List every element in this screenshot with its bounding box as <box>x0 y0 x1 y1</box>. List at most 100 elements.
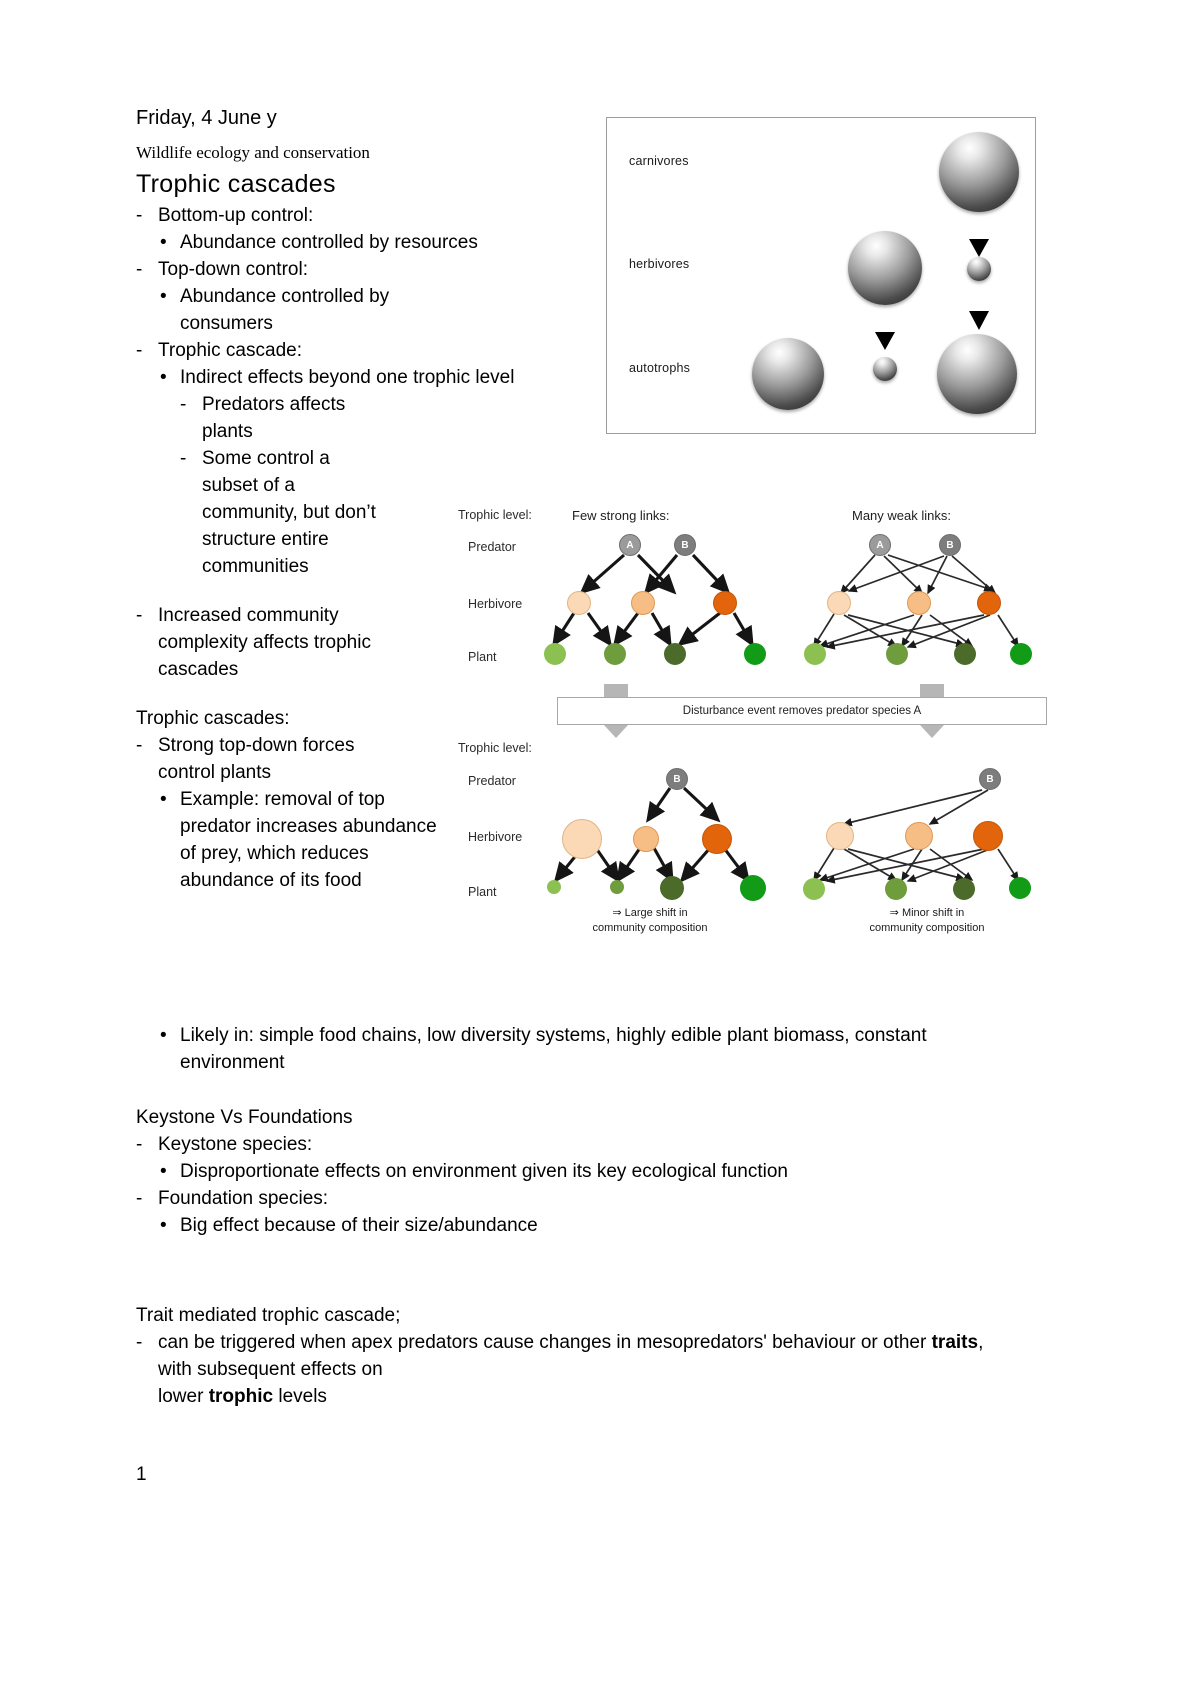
section-heading-trait: Trait mediated trophic cascade; <box>136 1305 401 1326</box>
node-herbivore-1-topright <box>827 591 851 615</box>
node-plant-4-topright <box>1010 643 1032 665</box>
dash-marker: - <box>180 394 187 415</box>
list-item: - can be triggered when apex predators c… <box>136 1329 1016 1410</box>
list-item: • Big effect because of their size/abund… <box>158 1212 1016 1239</box>
figure2-level-plant-top: Plant <box>468 650 497 664</box>
list-item-text: Abundance controlled by resources <box>180 232 478 253</box>
figure-food-web-complexity: Trophic level: Predator Herbivore Plant … <box>452 498 1052 938</box>
sphere-autotroph-col3 <box>937 334 1017 414</box>
node-herbivore-1-topleft <box>567 591 591 615</box>
trophic-text-post: levels <box>273 1386 327 1407</box>
dash-marker: - <box>180 448 187 469</box>
node-predator-b-topright: B <box>939 534 961 556</box>
figure2-panel-title-right: Many weak links: <box>852 508 951 523</box>
node-predator-b-bottomleft: B <box>666 768 688 790</box>
figure2-level-plant-bottom: Plant <box>468 885 497 899</box>
list-item-text: Bottom-up control: <box>158 205 314 226</box>
notes-list-section3: - Keystone species: • Disproportionate e… <box>136 1131 1016 1239</box>
notes-list-likely: • Likely in: simple food chains, low div… <box>136 1022 1016 1076</box>
trophic-text-pre: lower <box>158 1386 209 1407</box>
arrow-down-col2 <box>875 310 895 350</box>
dash-marker: - <box>136 340 143 361</box>
sphere-autotroph-col2-small <box>873 357 897 381</box>
list-item-text: Likely in: simple food chains, low diver… <box>180 1025 927 1073</box>
course-subtitle: Wildlife ecology and conservation <box>136 143 370 162</box>
node-plant-2-topright <box>886 643 908 665</box>
trait-bold-traits: traits <box>931 1332 979 1353</box>
list-item: - Increased community complexity affects… <box>136 602 408 683</box>
notes-likely-in-block: • Likely in: simple food chains, low div… <box>136 1022 1016 1076</box>
list-item: • Example: removal of top predator incre… <box>158 786 438 894</box>
arrow-down-col3-upper <box>969 217 989 257</box>
node-plant-3-bottomright <box>953 878 975 900</box>
figure2-panel-title-left: Few strong links: <box>572 508 670 523</box>
node-herbivore-3-topleft <box>713 591 737 615</box>
list-item: - Predators affects plants <box>180 391 377 445</box>
figure2-trophic-level-label-bottom: Trophic level: <box>458 741 532 755</box>
bullet-marker: • <box>160 367 167 388</box>
figure1-label-herbivores: herbivores <box>629 257 690 271</box>
bullet-marker: • <box>160 1215 167 1236</box>
notes-list-main: - Bottom-up control: • Abundance control… <box>136 202 606 580</box>
figure1-label-autotrophs: autotrophs <box>629 361 691 375</box>
figure-trophic-levels-spheres: carnivores herbivores autotrophs <box>606 117 1036 434</box>
list-item: - Strong top-down forces control plants <box>136 732 408 786</box>
dash-marker: - <box>136 605 143 626</box>
node-herbivore-2-topleft <box>631 591 655 615</box>
node-plant-1-bottomleft-reduced <box>547 880 561 894</box>
list-item-text: Strong top-down forces control plants <box>158 735 355 783</box>
list-item: - Bottom-up control: <box>136 202 606 229</box>
list-item: - Some control a subset of a community, … <box>180 445 377 580</box>
node-plant-1-topleft <box>544 643 566 665</box>
node-plant-3-bottomleft <box>660 876 684 900</box>
node-herbivore-2-bottomleft <box>633 826 659 852</box>
dash-marker: - <box>136 735 143 756</box>
dash-marker: - <box>136 205 143 226</box>
predator-label: B <box>673 773 681 785</box>
list-item-text: can be triggered when apex predators cau… <box>158 1332 983 1407</box>
list-item: • Abundance controlled by consumers <box>158 283 470 337</box>
node-plant-4-topleft <box>744 643 766 665</box>
list-item-text: Keystone species: <box>158 1134 313 1155</box>
list-item: • Indirect effects beyond one trophic le… <box>158 364 588 391</box>
list-item: • Abundance controlled by resources <box>158 229 606 256</box>
notes-column: Friday, 4 June y Wildlife ecology and co… <box>136 104 606 894</box>
node-plant-1-topright <box>804 643 826 665</box>
sphere-autotroph-col1 <box>752 338 824 410</box>
notes-keystone-block: Keystone Vs Foundations - Keystone speci… <box>136 1104 1016 1239</box>
list-item: - Keystone species: <box>136 1131 1016 1158</box>
list-item: • Likely in: simple food chains, low div… <box>158 1022 1016 1076</box>
list-item-text: Example: removal of top predator increas… <box>180 789 437 891</box>
notes-list-section2: - Strong top-down forces control plants … <box>136 732 606 894</box>
node-predator-a-topright: A <box>869 534 891 556</box>
list-item-text: Predators affects plants <box>202 394 346 442</box>
dash-marker: - <box>136 259 143 280</box>
dash-marker: - <box>136 1332 143 1353</box>
list-item-text: Disproportionate effects on environment … <box>180 1161 788 1182</box>
figure2-level-herbivore-bottom: Herbivore <box>468 830 523 844</box>
trait-text-pre: can be triggered when apex predators cau… <box>158 1332 932 1353</box>
figure1-label-carnivores: carnivores <box>629 154 689 168</box>
node-predator-b-bottomright: B <box>979 768 1001 790</box>
node-herbivore-3-bottomleft <box>702 824 732 854</box>
node-predator-a-topleft: A <box>619 534 641 556</box>
disturbance-banner: Disturbance event removes predator speci… <box>557 697 1047 725</box>
node-herbivore-2-topright <box>907 591 931 615</box>
node-herbivore-2-bottomright <box>905 822 933 850</box>
bullet-marker: • <box>160 1025 167 1046</box>
sphere-herbivore-col2 <box>848 231 922 305</box>
list-item: - Trophic cascade: <box>136 337 606 364</box>
figure2-caption-left: ⇒ Large shift in community composition <box>592 907 708 934</box>
node-herbivore-1-bottomright <box>826 822 854 850</box>
dash-marker: - <box>136 1188 143 1209</box>
notes-list-complexity: - Increased community complexity affects… <box>136 602 606 683</box>
list-item-text: Abundance controlled by consumers <box>180 286 390 334</box>
figure2-level-predator-top: Predator <box>468 540 516 554</box>
node-predator-b-topleft: B <box>674 534 696 556</box>
bullet-marker: • <box>160 286 167 307</box>
predator-label: A <box>626 539 634 551</box>
list-item-text: Top-down control: <box>158 259 308 280</box>
bullet-marker: • <box>160 232 167 253</box>
sphere-herbivore-col3-small <box>967 257 991 281</box>
